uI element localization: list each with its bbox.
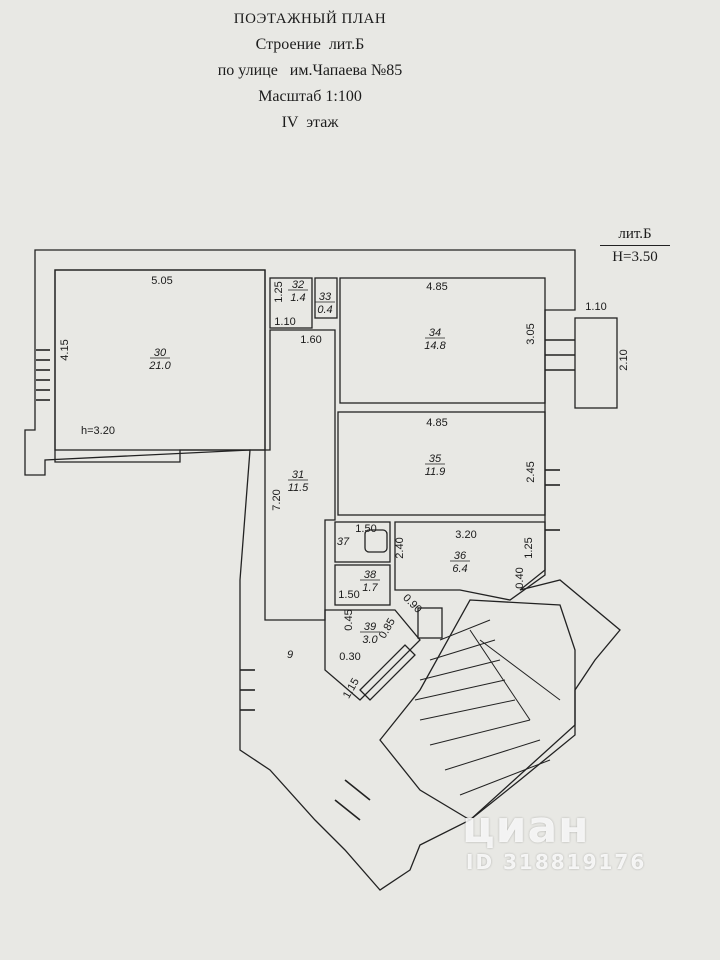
room-number: 35 [429,453,442,465]
dimension-label: 4.85 [426,281,447,293]
annex-outline [574,317,618,409]
floor-label: IV этаж [281,114,339,131]
room-area: 6.4 [452,563,467,575]
dimension-label: 1.10 [585,301,606,313]
room-number: 31 [292,469,304,481]
dimension-label: 1.50 [338,589,359,601]
stove-fixture [417,607,443,639]
room-area: 11.5 [288,482,309,494]
room-area: 1.4 [290,292,305,304]
dimension-label: 1.60 [300,334,321,346]
room-33-outline [314,277,338,319]
toilet-fixture [364,529,388,553]
dimension-label: 1.50 [355,523,376,535]
dimension-label: 1.25 [273,281,285,302]
title-block: ПОЭТАЖНЫЙ ПЛАН Строение лит.Б по улице и… [0,6,620,136]
ceiling-height-note: h=3.20 [81,425,115,437]
watermark-brand: циан [462,802,590,853]
dimension-label: 2.10 [618,349,630,370]
dimension-label: 4.15 [59,339,71,360]
window-marks [36,339,575,821]
plan-title: ПОЭТАЖНЫЙ ПЛАН [233,11,387,27]
dimension-label: 0.85 [377,616,398,641]
room-36-outline [394,521,546,601]
dimension-label: 1.15 [341,676,362,701]
dimension-label: 1.25 [523,537,535,558]
room-38-outline [334,564,391,606]
dimension-label: 5.05 [151,275,172,287]
room-35-outline [337,411,546,516]
dimension-label: 0.40 [514,567,526,588]
litera-box: лит.Б H=3.50 [600,226,670,266]
dimension-label: 2.45 [525,461,537,482]
room-area: 11.9 [425,466,446,478]
dimension-label: 0.30 [339,651,360,663]
building-label: Строение лит.Б [255,36,365,53]
bathtub-fixture [359,644,416,701]
stair-outline [379,599,576,821]
cian-watermark: циан ID 318819176 [462,802,647,875]
litera-height: H=3.50 [612,249,658,265]
room-area: 3.0 [362,634,378,646]
dimension-label: 1.10 [274,316,295,328]
dimension-label: 3.20 [455,529,476,541]
room-area: 1.7 [362,582,378,594]
room-area: 0.4 [317,304,332,316]
scale-label: Масштаб 1:100 [258,88,362,105]
room-area: 14.8 [424,340,446,352]
room-number: 30 [154,347,167,359]
dimension-label: 0.45 [343,609,355,630]
room-39-outline [324,609,421,701]
room-number: 37 [337,536,350,548]
room-number: 36 [454,550,467,562]
address-label: по улице им.Чапаева №85 [217,62,403,79]
stair-steps [414,619,561,796]
room-area: 21.0 [148,360,171,372]
room-30-outline [54,269,266,451]
dimension-label: 7.20 [271,489,283,510]
room-37-outline [334,521,391,563]
room-number: 33 [319,291,332,303]
room-number: 32 [292,279,304,291]
dimension-label: 4.85 [426,417,447,429]
dimension-label: 3.05 [525,323,537,344]
room-number: 38 [364,569,377,581]
watermark-id: ID 318819176 [466,850,647,874]
room-number: 9 [287,649,293,661]
outer-wall [24,249,621,891]
room-number: 34 [429,327,441,339]
room-number: 39 [364,621,376,633]
room-32-outline [269,277,313,329]
litera-name: лит.Б [600,226,670,246]
dimension-label: 0.90 [400,592,424,616]
dimension-label: 2.40 [394,537,406,558]
